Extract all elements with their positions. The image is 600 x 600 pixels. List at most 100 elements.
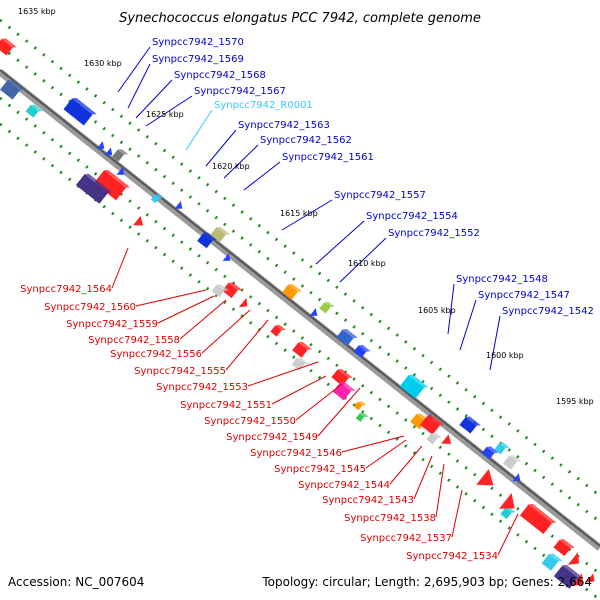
plus-strand-labels: Synpcc7942_1570Synpcc7942_1569Synpcc7942…	[152, 37, 594, 317]
minus-leader	[451, 489, 463, 538]
kbp-label: 1630 kbp	[84, 59, 122, 68]
gene-face-top	[505, 507, 516, 513]
gene-arrow	[441, 434, 452, 444]
gene-feature-13	[210, 226, 231, 243]
gene-feature-11	[150, 194, 164, 204]
gene-face-top	[30, 104, 43, 112]
gene-feature-25	[494, 442, 510, 455]
plus-gene-label: Synpcc7942_1567	[194, 86, 286, 97]
tick-row-0	[0, 18, 600, 498]
minus-gene-label: Synpcc7942_1538	[344, 513, 436, 524]
gene-arrow	[238, 297, 248, 308]
gene-face-top	[499, 442, 510, 449]
minus-gene-label: Synpcc7942_1544	[298, 480, 390, 491]
gene-block	[332, 382, 352, 401]
gene-block	[197, 232, 213, 249]
gene-face-top	[549, 553, 563, 562]
gene-arrow	[104, 147, 113, 156]
kbp-label: 1610 kbp	[348, 259, 386, 268]
gene-face-top	[559, 539, 575, 549]
plus-gene-label: Synpcc7942_1569	[152, 54, 244, 65]
minus-leader	[389, 445, 423, 485]
gene-feature-36	[353, 401, 367, 411]
gene-feature-44	[499, 493, 515, 509]
gene-block	[112, 149, 124, 162]
gene-feature-9	[75, 173, 113, 204]
gene-feature-21	[399, 374, 429, 399]
gene-feature-28	[222, 282, 243, 299]
plus-gene-label: Synpcc7942_1552	[388, 228, 480, 239]
kbp-label: 1620 kbp	[212, 162, 250, 171]
plus-leader	[447, 283, 455, 335]
minus-leader	[497, 513, 519, 556]
gene-feature-40	[426, 432, 442, 445]
gene-block	[553, 565, 579, 589]
gene-feature-29	[211, 284, 229, 298]
gene-face-top	[203, 232, 218, 241]
gene-block	[292, 342, 308, 358]
plus-leader	[489, 315, 501, 371]
gene-feature-45	[519, 503, 557, 535]
gene-arrow	[116, 167, 125, 175]
plus-gene-label: Synpcc7942_1548	[456, 274, 548, 285]
gene-block	[399, 375, 425, 399]
minus-gene-label: Synpcc7942_1550	[204, 416, 296, 427]
gene-feature-27	[512, 473, 521, 481]
minus-leader	[413, 455, 433, 500]
gene-feature-15	[222, 253, 231, 261]
plus-leader	[243, 161, 281, 191]
gene-arrow	[96, 141, 105, 149]
gene-feature-24	[481, 446, 499, 460]
minus-gene-label: Synpcc7942_1564	[20, 284, 112, 295]
plus-leader	[117, 46, 151, 93]
gene-face-top	[562, 564, 583, 578]
plus-leader	[145, 95, 193, 127]
gene-arrow	[512, 473, 521, 481]
plus-leader	[339, 237, 387, 283]
gene-arrow	[174, 201, 183, 209]
gene-face-top	[358, 344, 371, 352]
minus-leader	[157, 295, 215, 324]
gene-feature-48	[541, 553, 563, 571]
gene-face-top	[324, 301, 335, 308]
minus-leader	[365, 439, 407, 469]
gene-arrow	[476, 468, 494, 486]
minus-leader	[247, 361, 319, 387]
gene-feature-19	[336, 328, 358, 346]
tick-row-3	[0, 122, 600, 600]
minus-leader	[201, 309, 251, 354]
gene-feature-51	[585, 573, 595, 583]
gene-block	[459, 417, 477, 434]
gene-block	[222, 282, 238, 299]
gene-block	[211, 284, 225, 298]
gene-feature-6	[112, 149, 129, 162]
minus-leader	[271, 375, 327, 405]
plus-leader	[459, 299, 477, 351]
gene-face-top	[486, 446, 499, 454]
gene-feature-42	[476, 468, 494, 486]
gene-feature-14	[197, 232, 218, 249]
plus-leader	[223, 144, 259, 179]
plus-gene-label: Synpcc7942_1547	[478, 290, 570, 301]
plus-gene-label: Synpcc7942_1562	[260, 135, 352, 146]
gene-block	[150, 194, 160, 204]
gene-arrow	[571, 573, 584, 586]
kbp-label: 1600 kbp	[486, 351, 524, 360]
gene-arrow	[499, 493, 515, 509]
minus-gene-label: Synpcc7942_1558	[88, 335, 180, 346]
gene-block	[426, 433, 438, 445]
gene-block	[0, 38, 13, 56]
topology-text: Topology: circular; Length: 2,695,903 bp…	[261, 575, 592, 589]
gene-arrow	[222, 253, 231, 261]
gene-block	[94, 170, 126, 201]
gene-face-top	[228, 282, 243, 291]
gene-block	[75, 174, 109, 204]
gene-feature-12	[174, 201, 183, 209]
gene-block	[0, 80, 20, 100]
genome-backbone	[0, 69, 600, 551]
minus-gene-label: Synpcc7942_1545	[274, 464, 366, 475]
gene-block	[336, 329, 354, 346]
gene-face-top	[528, 503, 557, 524]
